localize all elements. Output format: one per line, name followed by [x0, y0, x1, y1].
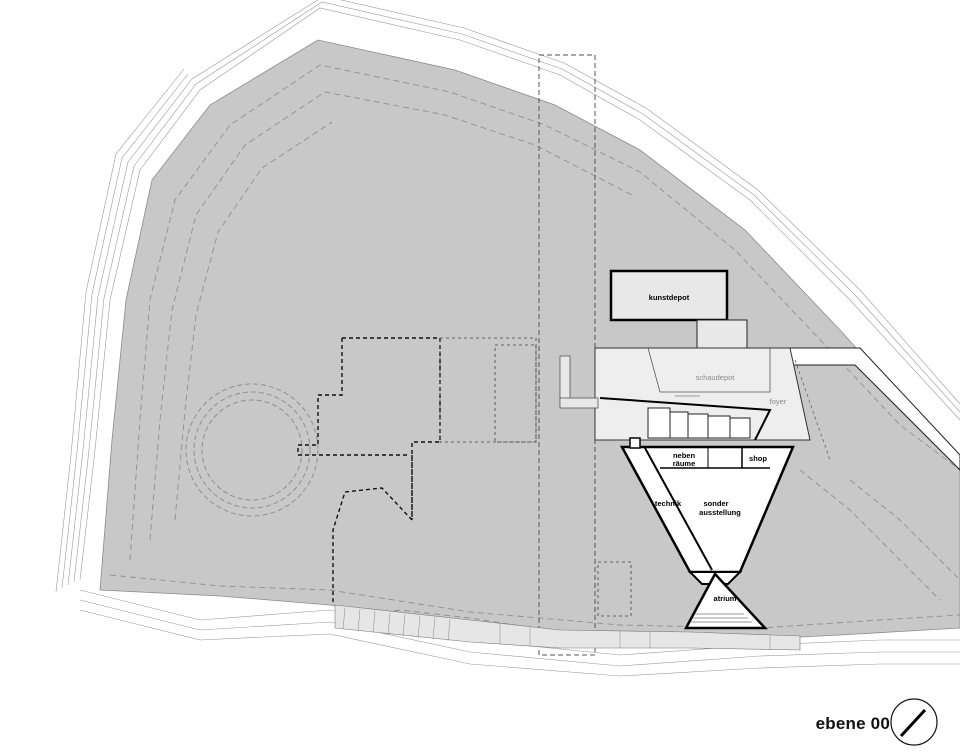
room-atrium: [683, 571, 768, 630]
label-neben: neben: [673, 451, 696, 460]
label-sonder: sonder: [703, 499, 728, 508]
site-plan: kunstdepot schaudepot foyer neben räume …: [55, 0, 960, 677]
atrium-stairs: [690, 613, 752, 623]
label-kunstdepot: kunstdepot: [649, 293, 690, 302]
label-atrium: atrium: [714, 594, 737, 603]
terrain-contours: [55, 0, 960, 677]
label-foyer: foyer: [770, 397, 787, 406]
label-raeume: räume: [673, 459, 696, 468]
terrace-steps: [342, 607, 771, 649]
wall-foyer-diag: [599, 397, 772, 441]
l-wall: [559, 355, 571, 403]
level-title: ebene 00: [815, 714, 890, 733]
underground-light-outline: [439, 337, 632, 617]
label-shop: shop: [749, 454, 767, 463]
label-schaudepot: schaudepot: [696, 373, 736, 382]
service-cells: [647, 407, 751, 439]
label-ausstellung: ausstellung: [699, 508, 741, 517]
underground-outline: [297, 337, 441, 605]
plan-footer: ebene 00: [0, 690, 960, 754]
stair-block: [629, 437, 641, 449]
room-kunstdepot: [609, 269, 729, 322]
label-technik: technik: [655, 499, 682, 508]
wall-schaudepot: [647, 347, 771, 393]
north-arrow-icon: [890, 698, 938, 746]
technik-wall: [644, 447, 713, 571]
connector-block: [696, 319, 748, 351]
circular-rings: [185, 383, 319, 517]
l-wall-foot: [559, 397, 599, 409]
